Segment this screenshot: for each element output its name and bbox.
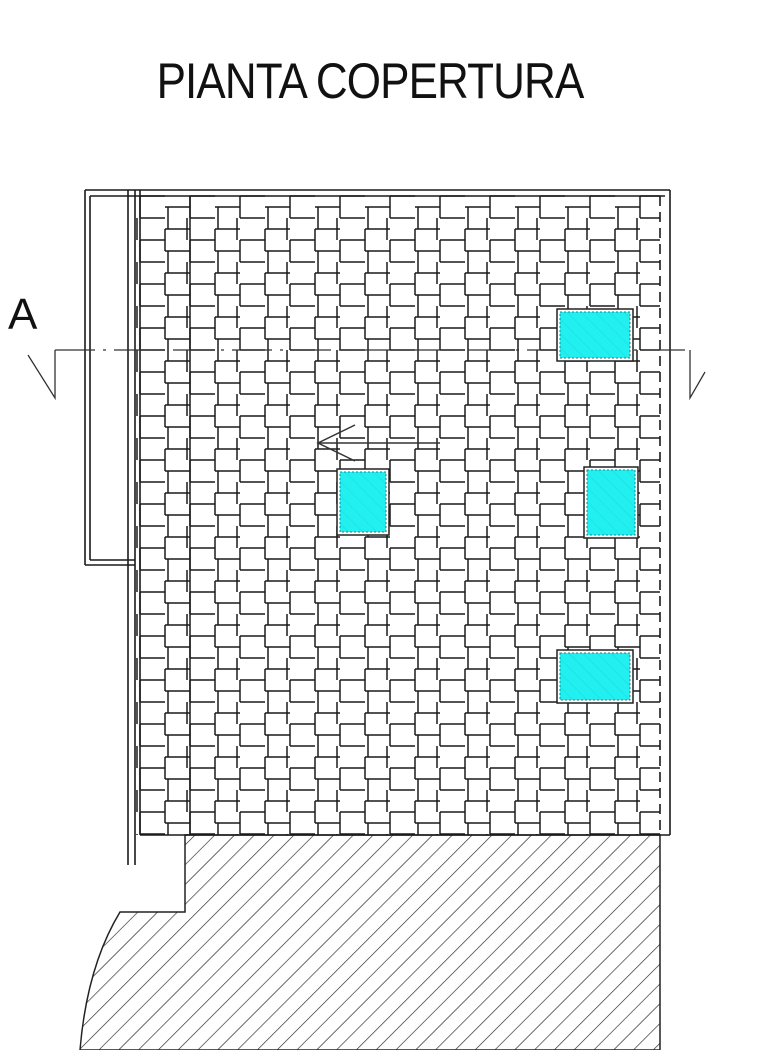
slope-arrow-icon	[316, 424, 440, 462]
skylight	[339, 471, 387, 533]
skylight	[586, 469, 636, 536]
section-label: A	[8, 290, 38, 339]
hatched-terrain	[79, 834, 661, 1050]
drawing-title: PIANTA COPERTURA	[156, 53, 585, 109]
section-line-a	[27, 349, 706, 401]
skylight	[559, 652, 631, 701]
roof-tiles	[136, 195, 660, 835]
skylight	[559, 311, 631, 359]
